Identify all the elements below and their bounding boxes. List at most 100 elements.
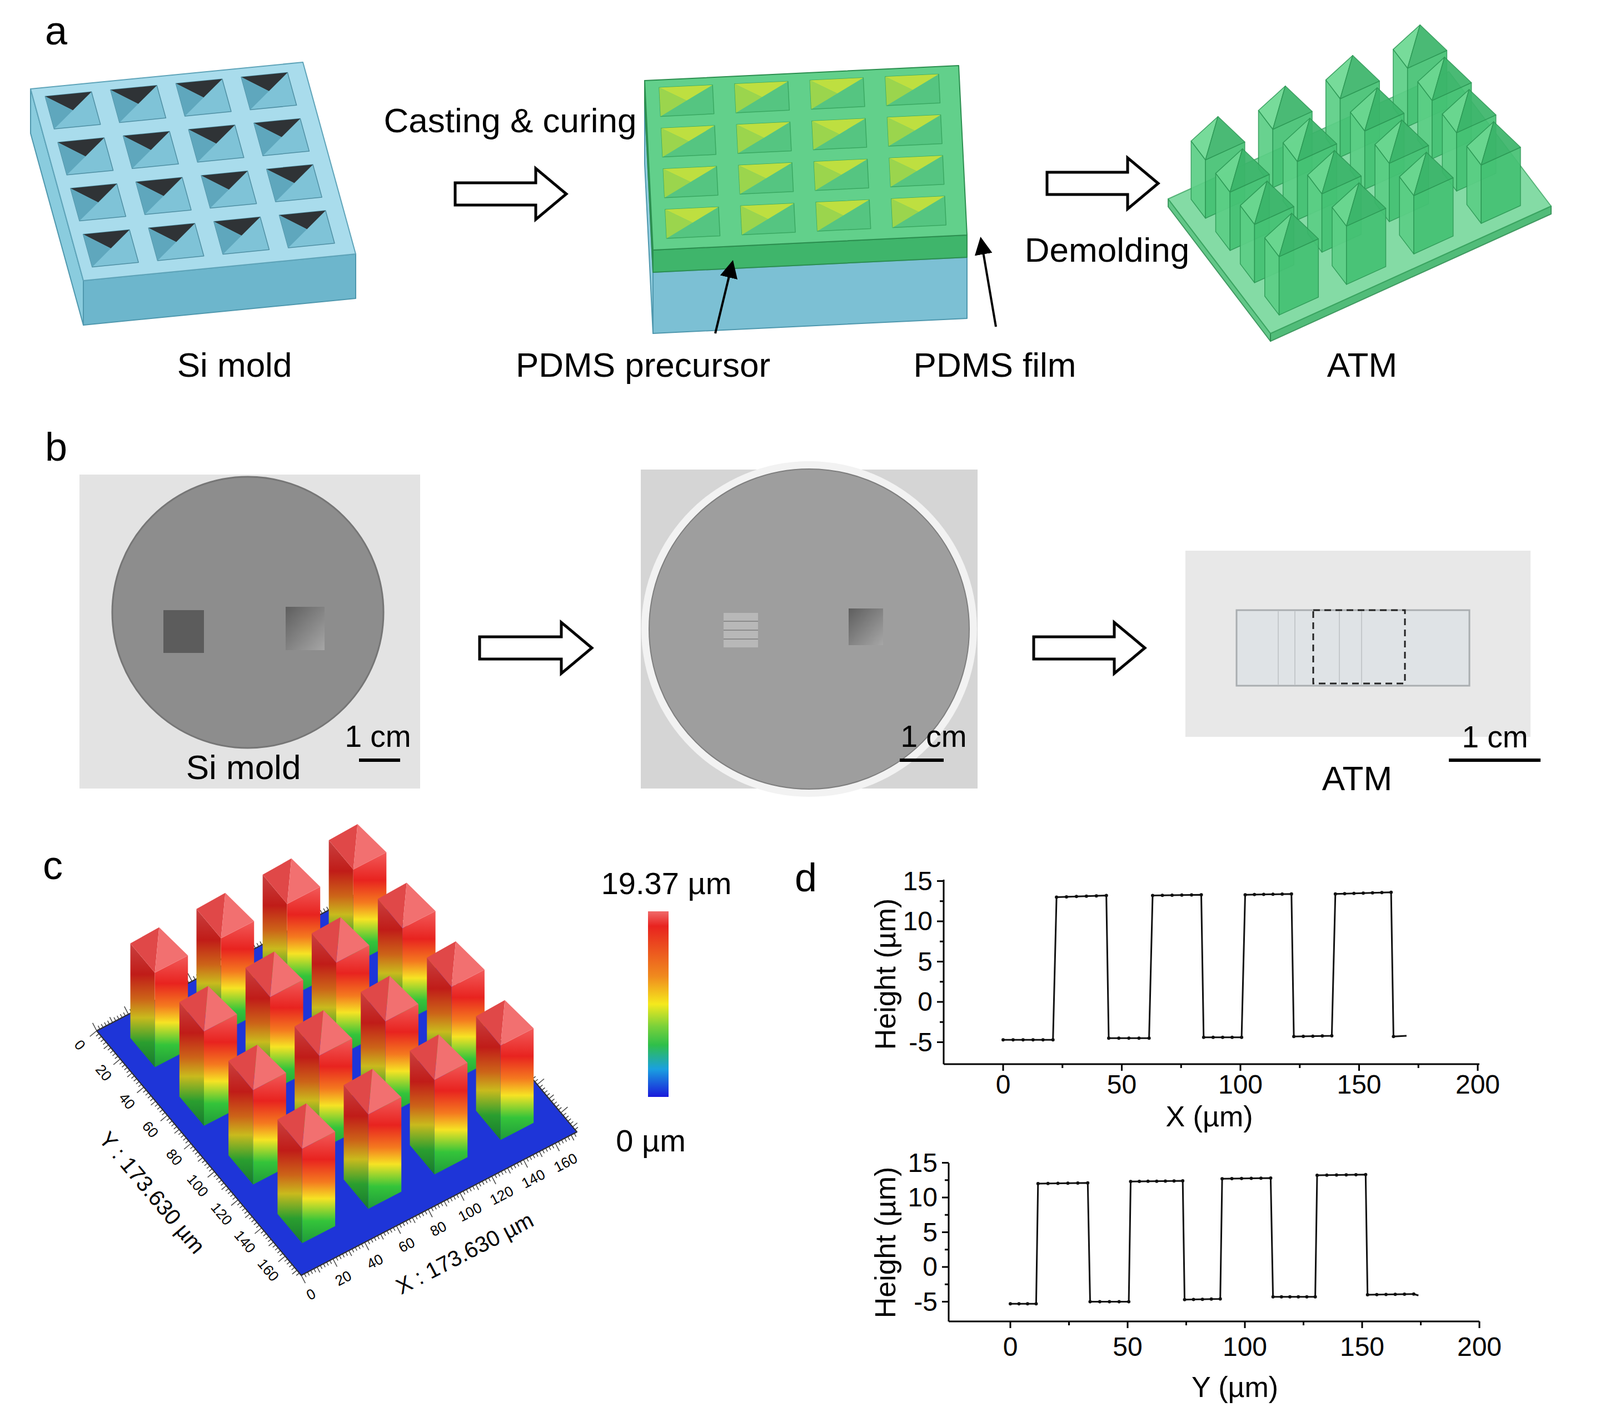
- axis-tick: [126, 1070, 130, 1073]
- axis-tick: [107, 1020, 110, 1025]
- data-point: [1270, 892, 1275, 896]
- pattern-area: [285, 606, 325, 651]
- axis-tick: [256, 1225, 259, 1228]
- pdms-pyramid: [661, 128, 689, 158]
- axis-tick: [310, 1270, 313, 1274]
- axis-tick: [187, 973, 192, 982]
- scale-bar: [899, 758, 944, 762]
- axis-tick: [244, 1210, 248, 1214]
- pillar-roof: [329, 824, 358, 870]
- pillar-roof: [1481, 121, 1521, 166]
- axis-tick: [109, 1017, 113, 1023]
- axis-tick: [97, 1025, 100, 1030]
- pillar-roof: [1413, 152, 1454, 196]
- data-point: [1034, 1302, 1038, 1306]
- axis-tick: [157, 1107, 161, 1110]
- data-point: [1189, 893, 1194, 897]
- pdms-pit: [815, 200, 871, 232]
- data-point: [1333, 892, 1338, 896]
- axis-tick: [326, 906, 329, 911]
- data-point: [1220, 1035, 1225, 1040]
- axis-tick: [1061, 1064, 1064, 1069]
- axis-tick: [227, 1191, 231, 1194]
- axis-tick: [180, 1135, 184, 1138]
- axis-tick: [326, 1262, 329, 1266]
- photo-ground: [1185, 550, 1531, 737]
- tick-label: 200: [1455, 1069, 1500, 1100]
- axis-tick: [230, 1194, 233, 1197]
- pillar-roof: [179, 985, 209, 1032]
- node-label: ATM: [1327, 345, 1398, 385]
- mold-pit: [57, 137, 114, 176]
- atm-slide: [1236, 610, 1470, 686]
- illustration-panel: PDMS precursorPDMS film: [643, 63, 985, 314]
- axis-tick: [539, 1084, 543, 1088]
- data-point: [1036, 1182, 1040, 1186]
- axis-tick: [409, 1219, 411, 1223]
- tick-label: 50: [1107, 1069, 1137, 1100]
- x-axis: [948, 1321, 1480, 1323]
- axis-tick: [936, 920, 944, 923]
- pdms-pit: [814, 158, 870, 191]
- axis-tick: [367, 1240, 370, 1245]
- panel-letter: c: [42, 842, 63, 889]
- mold-pit: [45, 91, 101, 129]
- node-label: 1 cm: [1461, 719, 1528, 755]
- axis-tick: [202, 1160, 206, 1163]
- pdms-pyramid: [665, 209, 693, 239]
- data-point: [1025, 1302, 1030, 1306]
- tick-label: 60: [138, 1118, 162, 1141]
- axis-tick: [472, 1186, 475, 1190]
- data-point: [1220, 1177, 1224, 1181]
- node-label: Si mold: [186, 747, 302, 787]
- axis-tick: [551, 1099, 555, 1102]
- axis-tick: [1127, 1321, 1129, 1329]
- axis-tick: [231, 1199, 238, 1206]
- axis-tick: [497, 1173, 500, 1177]
- axis-tick: [564, 1138, 567, 1142]
- pit-wall: [279, 215, 308, 248]
- pillar-roof: [500, 1000, 535, 1046]
- tick-label: 80: [162, 1146, 186, 1170]
- axis-tick: [272, 1244, 276, 1248]
- data-point: [1137, 1036, 1141, 1040]
- axis-tick: [92, 1023, 97, 1031]
- pillar-roof: [302, 1103, 336, 1150]
- pillar-roof: [155, 927, 189, 974]
- axis-tick: [117, 1015, 119, 1020]
- data-point: [1311, 1034, 1315, 1039]
- axis-tick: [941, 1197, 949, 1199]
- axis-tick: [280, 1253, 283, 1256]
- pillar-roof: [245, 951, 275, 998]
- data-point: [1041, 1038, 1045, 1042]
- data-point: [1065, 1181, 1070, 1185]
- axis-tick: [544, 1090, 547, 1093]
- mold-pit: [253, 118, 310, 156]
- data-point: [1211, 1035, 1215, 1040]
- data-point: [1172, 1179, 1176, 1183]
- axis-tick: [232, 1197, 236, 1200]
- pit-wall: [83, 234, 112, 268]
- pillar-roof: [344, 1069, 373, 1115]
- data-point: [1064, 895, 1069, 899]
- data-point: [1352, 891, 1356, 896]
- pit-wall: [123, 136, 152, 169]
- axis-tick: [339, 1255, 342, 1259]
- pillar-roof: [294, 1010, 324, 1056]
- axis-tick: [428, 1209, 433, 1218]
- axis-tick: [185, 1140, 189, 1144]
- pdms-pit: [736, 122, 792, 154]
- mold-pit: [123, 131, 179, 169]
- axis-tick: [245, 1213, 250, 1218]
- pit-wall: [201, 175, 229, 209]
- axis-tick: [941, 1231, 949, 1234]
- axis-tick: [168, 1120, 172, 1124]
- pillar-roof: [1346, 182, 1387, 227]
- axis-tick: [248, 1217, 252, 1220]
- data-point: [1230, 1035, 1234, 1040]
- axis-tick: [110, 1050, 113, 1053]
- data-point: [1243, 893, 1248, 897]
- tick-label: 15: [908, 1147, 938, 1179]
- tick-label: 40: [364, 1250, 386, 1274]
